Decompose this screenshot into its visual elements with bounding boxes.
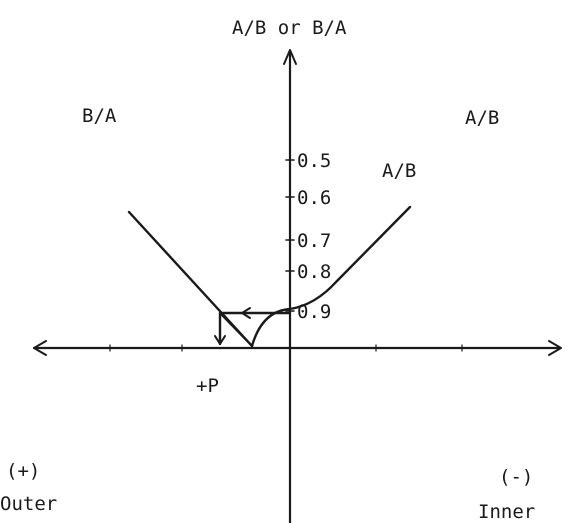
right-quadrant-label: A/B [465, 107, 499, 129]
point-label: +P [196, 375, 219, 397]
y-tick-label: 0.6 [297, 187, 331, 209]
x-axis-ticks [109, 344, 463, 352]
right-sign-label: (-) [499, 466, 533, 488]
horizontal-line-arrowhead [241, 307, 251, 319]
curve-label: A/B [382, 160, 416, 182]
y-tick-label: 0.8 [297, 261, 331, 283]
left-quadrant-label: B/A [82, 105, 117, 127]
left-word-label: Outer [0, 493, 57, 515]
right-word-label: Inner [478, 501, 535, 523]
y-tick-label: 0.9 [297, 301, 331, 323]
y-tick-label: 0.7 [297, 230, 331, 252]
y-axis-arrowhead [283, 49, 297, 65]
y-axis-ticks [285, 159, 295, 312]
a-over-b-curve [250, 205, 412, 348]
diagonal-construction-line [218, 311, 254, 348]
left-sign-label: (+) [6, 460, 40, 482]
x-axis-right-arrowhead [548, 340, 562, 356]
vertical-drop-arrowhead [214, 335, 226, 345]
x-axis-left-arrowhead [33, 340, 47, 356]
y-axis-title: A/B or B/A [232, 17, 347, 39]
y-tick-label: 0.5 [297, 150, 331, 172]
